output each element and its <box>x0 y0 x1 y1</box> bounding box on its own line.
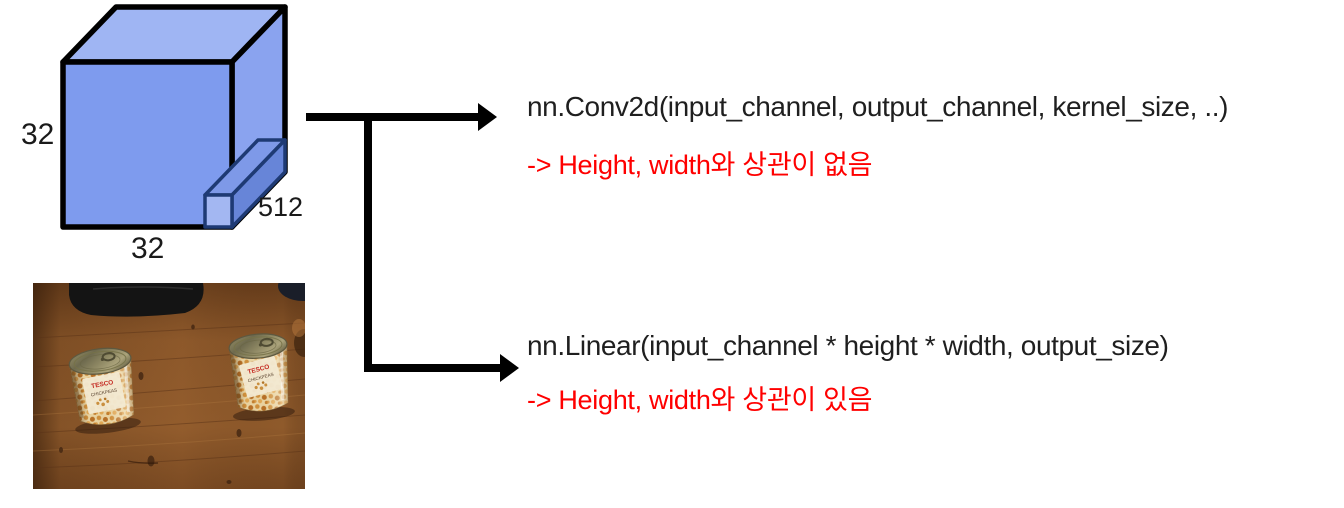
label-chickpea-art <box>254 381 268 390</box>
right-chickpea-can: TESCO CHICKPEAS <box>228 333 295 421</box>
left-can-label: TESCO CHICKPEAS <box>82 372 126 414</box>
chickpea-cans-photo: TESCO CHICKPEAS TESCO <box>33 283 305 489</box>
branch-arrows <box>306 103 519 382</box>
linear-note-text: -> Height, width와 상관이 있음 <box>527 385 873 415</box>
conv2d-code-text: nn.Conv2d(input_channel, output_channel,… <box>527 91 1229 122</box>
arrow-top-head-icon <box>478 103 497 131</box>
cube-depth-slice <box>203 138 287 229</box>
can-product-text: CHICKPEAS <box>90 388 117 398</box>
conv2d-note-text: -> Height, width와 상관이 없음 <box>527 150 873 180</box>
right-can-pull-ring-icon <box>259 337 274 347</box>
left-chickpea-can: TESCO CHICKPEAS <box>68 347 141 434</box>
right-can-shadow <box>233 406 295 421</box>
black-bag <box>69 283 204 317</box>
linear-code-text: nn.Linear(input_channel * height * width… <box>527 330 1169 361</box>
cube-width-label: 32 <box>131 232 165 265</box>
label-chickpea-art <box>96 397 110 407</box>
can-brand-text: TESCO <box>91 379 114 390</box>
arrow-bottom-head-icon <box>500 354 519 382</box>
cube-depth-label: 512 <box>258 192 304 222</box>
cube-height-label: 32 <box>21 118 55 151</box>
right-can-label: TESCO CHICKPEAS <box>239 356 283 398</box>
can-product-text: CHICKPEAS <box>247 372 274 384</box>
slice-front-face <box>203 193 234 229</box>
background-corner-objects <box>278 283 305 357</box>
left-can-pull-ring-icon <box>101 352 116 362</box>
